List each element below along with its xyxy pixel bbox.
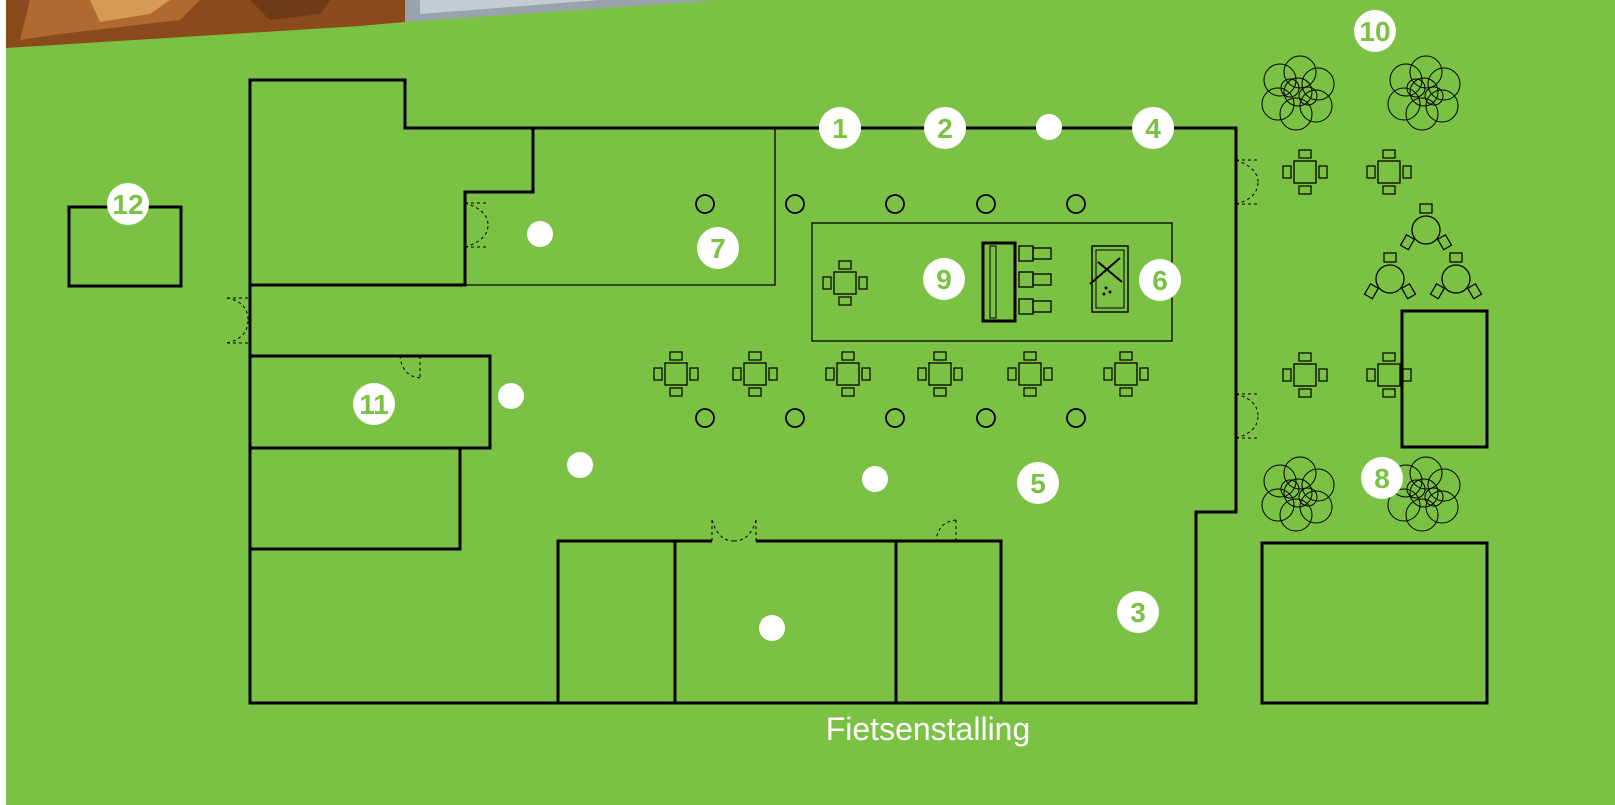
- unlabeled-markers: [498, 114, 1062, 641]
- marker-8[interactable]: 8: [1361, 457, 1403, 499]
- marker-1-label: 1: [832, 113, 848, 144]
- marker-dot: [1036, 114, 1062, 140]
- marker-2-label: 2: [937, 113, 953, 144]
- marker-12[interactable]: 12: [107, 183, 149, 225]
- marker-5-label: 5: [1030, 468, 1046, 499]
- marker-9[interactable]: 9: [923, 258, 965, 300]
- marker-4[interactable]: 4: [1132, 107, 1174, 149]
- left-margin: [0, 0, 6, 805]
- bar-stools: [1018, 245, 1052, 315]
- marker-8-label: 8: [1374, 463, 1390, 494]
- main-building-wall: [248, 78, 1238, 705]
- marker-11[interactable]: 11: [353, 383, 395, 425]
- marker-4-label: 4: [1145, 113, 1161, 144]
- marker-6[interactable]: 6: [1139, 259, 1181, 301]
- marker-2[interactable]: 2: [924, 107, 966, 149]
- terrace-building: [1260, 541, 1489, 705]
- marker-5[interactable]: 5: [1017, 462, 1059, 504]
- marker-7-label: 7: [710, 233, 726, 264]
- marker-7[interactable]: 7: [697, 227, 739, 269]
- kitchen-wall: [250, 128, 535, 287]
- terrace-lounge-box: [1400, 309, 1489, 449]
- bar-counter: [981, 241, 1017, 323]
- bar-counter-inner: [989, 245, 997, 319]
- bike-storage-caption: Fietsenstalling: [826, 711, 1031, 747]
- numbered-markers: 1 2 3 4 5 6 7 8: [107, 10, 1403, 633]
- marker-11-label: 11: [359, 389, 389, 420]
- marker-3-label: 3: [1130, 597, 1146, 628]
- marker-12-label: 12: [112, 189, 143, 220]
- lounge-area-outline: [465, 128, 776, 286]
- marker-dot: [527, 221, 553, 247]
- doors: [226, 159, 1259, 542]
- marker-dot: [498, 383, 524, 409]
- marker-10-label: 10: [1359, 16, 1390, 47]
- marker-10[interactable]: 10: [1354, 10, 1396, 52]
- storage-room-wall: [250, 446, 462, 551]
- marker-dot: [862, 466, 888, 492]
- header-photo-strip: [6, 0, 720, 48]
- marker-dot: [759, 615, 785, 641]
- marker-3[interactable]: 3: [1117, 591, 1159, 633]
- marker-1[interactable]: 1: [819, 107, 861, 149]
- pool-table: [1089, 245, 1129, 313]
- bottom-rooms-wall: [556, 539, 1003, 703]
- marker-dot: [567, 452, 593, 478]
- columns: [695, 194, 1086, 428]
- marker-6-label: 6: [1152, 265, 1168, 296]
- marker-9-label: 9: [936, 264, 952, 295]
